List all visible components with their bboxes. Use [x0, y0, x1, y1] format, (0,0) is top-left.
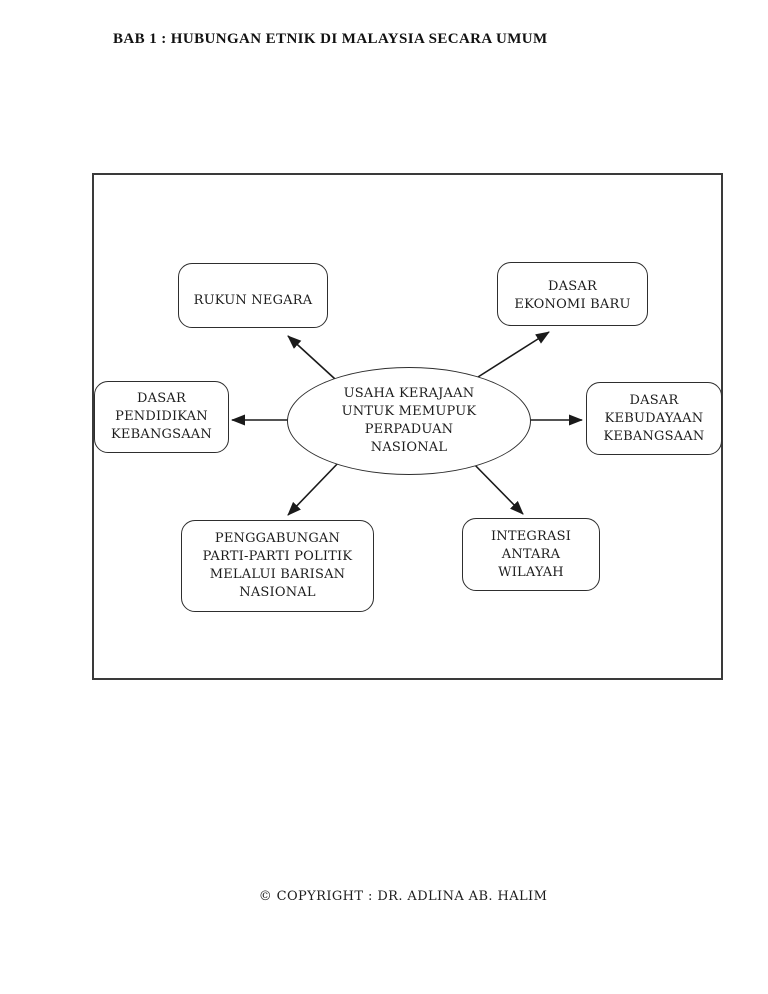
diagram-frame [92, 173, 723, 680]
node-dasar-pendidikan-kebangsaan: DASAR PENDIDIKAN KEBANGSAAN [94, 381, 229, 453]
arrow-to-rukun-negara [287, 335, 336, 380]
node-label: DASAR PENDIDIKAN KEBANGSAAN [111, 391, 212, 442]
center-node-label: USAHA KERAJAAN UNTUK MEMUPUK PERPADUAN N… [341, 386, 477, 455]
arrow-to-dasar-ekonomi-baru [477, 331, 550, 378]
node-penggabungan-parti-parti-politik: PENGGABUNGAN PARTI-PARTI POLITIK MELALUI… [181, 520, 374, 612]
node-rukun-negara: RUKUN NEGARA [178, 263, 328, 328]
node-label: PENGGABUNGAN PARTI-PARTI POLITIK MELALUI… [202, 531, 353, 600]
node-label: DASAR KEBUDAYAAN KEBANGSAAN [603, 392, 705, 444]
node-label: INTEGRASI ANTARA WILAYAH [490, 528, 572, 580]
center-node-usaha-kerajaan: USAHA KERAJAAN UNTUK MEMUPUK PERPADUAN N… [287, 367, 531, 475]
node-integrasi-antara-wilayah: INTEGRASI ANTARA WILAYAH [462, 518, 600, 591]
node-dasar-kebudayaan-kebangsaan: DASAR KEBUDAYAAN KEBANGSAAN [586, 382, 722, 455]
node-label: DASAR EKONOMI BARU [514, 279, 631, 312]
page-title: BAB 1 : HUBUNGAN ETNIK DI MALAYSIA SECAR… [113, 31, 548, 47]
arrow-to-integrasi [468, 458, 524, 515]
node-dasar-ekonomi-baru: DASAR EKONOMI BARU [497, 262, 648, 326]
copyright-footer: © COPYRIGHT : DR. ADLINA AB. HALIM [258, 889, 548, 904]
arrow-to-penggabungan [287, 459, 342, 516]
node-label: RUKUN NEGARA [193, 292, 313, 308]
